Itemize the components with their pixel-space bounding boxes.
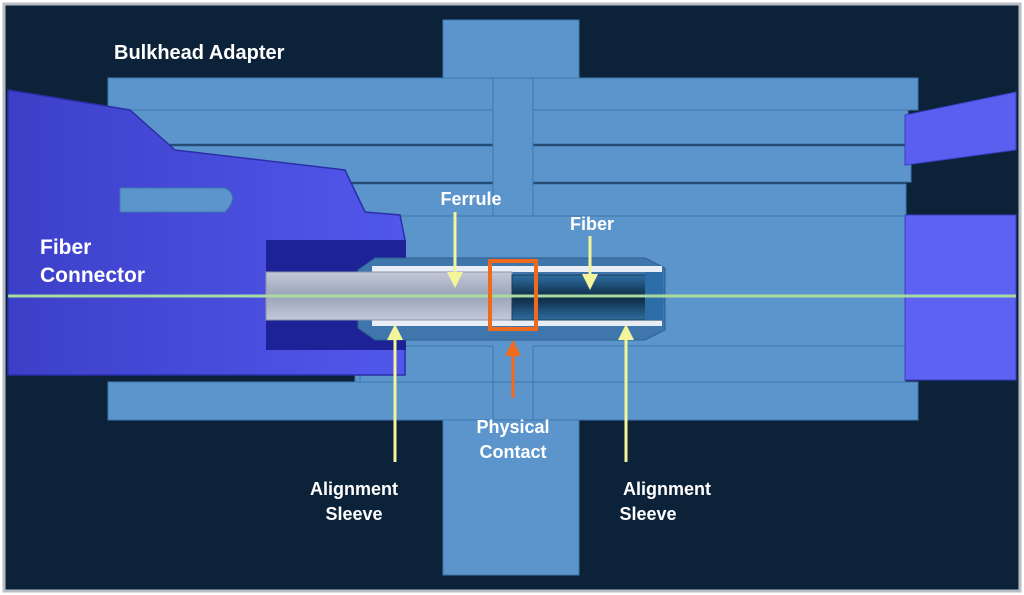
adapter-bottom-flange: [442, 414, 580, 576]
physical-contact-arrow: [505, 340, 521, 398]
ferrule-arrow: [447, 212, 463, 288]
fiber-arrow: [582, 236, 598, 290]
bulkhead-adapter: [107, 19, 919, 576]
left-alignment-sleeve-arrow: [387, 324, 403, 462]
label-fiber: Fiber: [570, 214, 614, 234]
right-alignment-sleeve-arrow: [618, 324, 634, 462]
label-fiber-connector-line2: Connector: [40, 264, 145, 287]
label-physical-contact-line1: Physical: [476, 417, 549, 437]
label-physical-contact-line2: Contact: [480, 442, 547, 462]
label-ferrule: Ferrule: [440, 189, 501, 209]
label-alignment-sleeve-left-line2: Sleeve: [325, 504, 382, 524]
label-alignment-sleeve-left-line1: Alignment: [310, 479, 398, 499]
physical-contact-highlight: [488, 259, 538, 331]
right-fiber-connector: [904, 91, 1017, 381]
label-alignment-sleeve-right-line2: Sleeve: [619, 504, 676, 524]
label-alignment-sleeve-right-line1: Alignment: [623, 479, 711, 499]
label-bulkhead-adapter: Bulkhead Adapter: [114, 42, 285, 64]
label-fiber-connector-line1: Fiber: [40, 236, 91, 259]
